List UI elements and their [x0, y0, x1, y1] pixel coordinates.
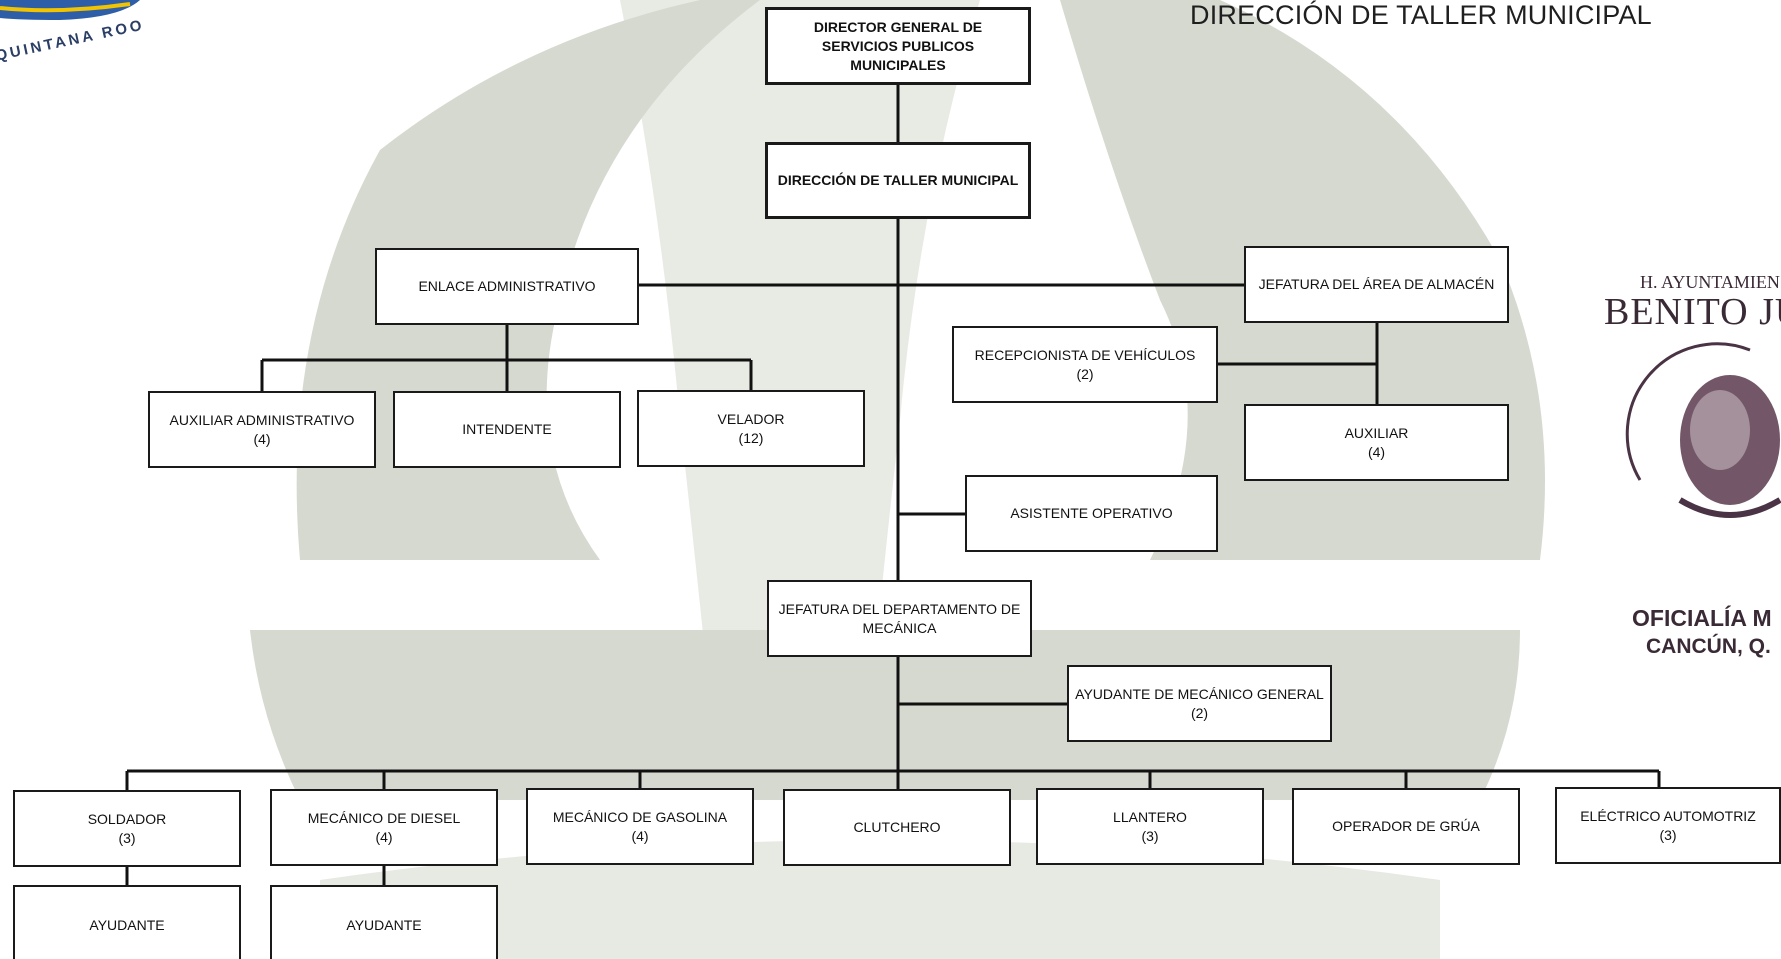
box-intendente: INTENDENTE [393, 391, 621, 468]
box-label: AYUDANTE [346, 916, 422, 933]
box-ayudante-mecanico-general: AYUDANTE DE MECÁNICO GENERAL (2) [1067, 665, 1332, 742]
box-mecanico-gasolina: MECÁNICO DE GASOLINA (4) [526, 788, 754, 865]
box-label: AYUDANTE DE MECÁNICO GENERAL [1075, 685, 1324, 702]
box-label: JEFATURA DEL DEPARTAMENTO DE MECÁNICA [778, 600, 1021, 636]
box-label: DIRECTOR GENERAL DE SERVICIOS PUBLICOS M… [813, 18, 983, 73]
box-label: MECÁNICO DE GASOLINA [552, 808, 728, 825]
box-count: (3) [118, 829, 136, 846]
municipal-logo [0, 0, 140, 20]
box-label: AYUDANTE [89, 916, 165, 933]
box-direccion-taller: DIRECCIÓN DE TALLER MUNICIPAL [765, 142, 1031, 219]
box-count: (4) [375, 828, 393, 845]
box-label: ASISTENTE OPERATIVO [1010, 505, 1173, 521]
seal-line-2: BENITO JUÁ [1604, 291, 1781, 333]
box-operador-grua: OPERADOR DE GRÚA [1292, 788, 1520, 865]
box-count: (12) [738, 429, 764, 446]
box-jefatura-almacen: JEFATURA DEL ÁREA DE ALMACÉN [1244, 246, 1509, 323]
box-llantero: LLANTERO (3) [1036, 788, 1264, 865]
eagle-emblem-icon [1625, 342, 1781, 518]
seal-line-3: OFICIALÍA M [1632, 605, 1772, 631]
box-label: OPERADOR DE GRÚA [1332, 818, 1480, 834]
box-soldador: SOLDADOR (3) [13, 790, 241, 867]
box-electrico-automotriz: ELÉCTRICO AUTOMOTRIZ (3) [1555, 787, 1781, 864]
box-label: SOLDADOR [87, 810, 167, 827]
box-count: (3) [1141, 827, 1159, 844]
box-label: AUXILIAR [1344, 424, 1409, 441]
box-jefatura-mecanica: JEFATURA DEL DEPARTAMENTO DE MECÁNICA [767, 580, 1032, 657]
box-director-general: DIRECTOR GENERAL DE SERVICIOS PUBLICOS M… [765, 7, 1031, 85]
box-label: DIRECCIÓN DE TALLER MUNICIPAL [777, 172, 1019, 188]
box-mecanico-diesel: MECÁNICO DE DIESEL (4) [270, 789, 498, 866]
box-label: VELADOR [717, 410, 785, 427]
box-label: ELÉCTRICO AUTOMOTRIZ [1580, 807, 1756, 824]
box-ayudante-soldador: AYUDANTE [13, 885, 241, 959]
official-seal: H. AYUNTAMIEN BENITO JUÁ OFICIALÍA M CAN… [1600, 260, 1781, 660]
box-count: (3) [1659, 826, 1677, 843]
box-count: (2) [1190, 704, 1209, 721]
box-label: JEFATURA DEL ÁREA DE ALMACÉN [1258, 276, 1495, 292]
box-label: MECÁNICO DE DIESEL [307, 809, 461, 826]
box-count: (4) [631, 827, 649, 844]
seal-line-1: H. AYUNTAMIEN [1640, 272, 1780, 292]
box-ayudante-diesel: AYUDANTE [270, 885, 498, 959]
box-asistente-operativo: ASISTENTE OPERATIVO [965, 475, 1218, 552]
box-count: (2) [1076, 365, 1094, 382]
page-title: DIRECCIÓN DE TALLER MUNICIPAL [1190, 0, 1652, 30]
box-count: (4) [253, 430, 271, 447]
box-label: ENLACE ADMINISTRATIVO [418, 278, 596, 294]
seal-line-4: CANCÚN, Q. [1646, 635, 1771, 658]
box-clutchero: CLUTCHERO [783, 789, 1011, 866]
box-auxiliar: AUXILIAR (4) [1244, 404, 1509, 481]
box-label: INTENDENTE [462, 421, 552, 437]
box-velador: VELADOR (12) [637, 390, 865, 467]
box-recepcionista-vehiculos: RECEPCIONISTA DE VEHÍCULOS (2) [952, 326, 1218, 403]
box-enlace-administrativo: ENLACE ADMINISTRATIVO [375, 248, 639, 325]
box-count: (4) [1367, 443, 1386, 460]
box-label: LLANTERO [1113, 808, 1187, 825]
box-label: RECEPCIONISTA DE VEHÍCULOS [974, 346, 1196, 363]
box-auxiliar-administrativo: AUXILIAR ADMINISTRATIVO (4) [148, 391, 376, 468]
box-label: AUXILIAR ADMINISTRATIVO [169, 411, 355, 428]
box-label: CLUTCHERO [853, 819, 941, 835]
